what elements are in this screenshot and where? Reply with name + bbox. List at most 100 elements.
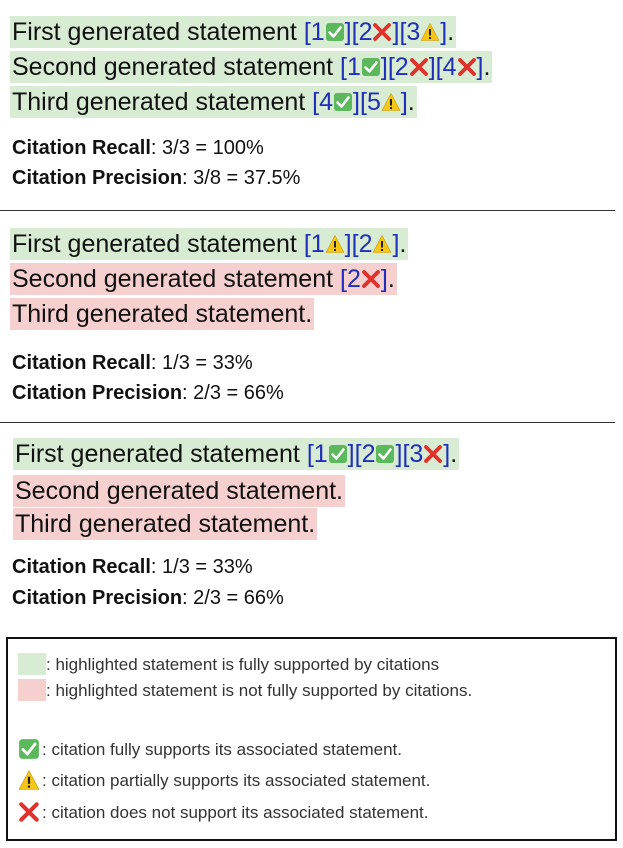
citation-bracket-close: ] — [392, 18, 400, 46]
check-box-icon — [334, 93, 353, 111]
citation-2: [2] — [352, 230, 400, 258]
citation-2: [2] — [340, 265, 388, 293]
citation-bracket-open: [ — [354, 440, 362, 468]
warning-icon — [373, 235, 392, 253]
statement-1: First generated statement [1][2][3]. — [13, 438, 460, 470]
citation-bracket-open: [ — [351, 18, 359, 46]
citation-recall: Citation Recall: 1/3 = 33% — [12, 350, 253, 376]
citation-bracket-close: ] — [380, 53, 388, 81]
legend-cross-text: : citation does not support its associat… — [42, 803, 429, 822]
citation-bracket-open: [ — [306, 440, 314, 468]
divider-1 — [0, 210, 615, 211]
statement-text: Second generated statement — [12, 53, 341, 81]
legend-warning: : citation partially supports its associ… — [18, 769, 430, 793]
cross-icon — [19, 802, 39, 822]
citation-number: 2 — [358, 18, 373, 46]
citation-bracket-open: [ — [340, 265, 347, 293]
citation-bracket-close: ] — [347, 440, 355, 468]
statement-3: Third generated statement. — [13, 508, 318, 540]
citation-bracket-close: ] — [395, 440, 403, 468]
warning-icon — [420, 23, 440, 41]
statement-text: Third generated statement — [12, 88, 313, 116]
statement-period: . — [387, 265, 395, 293]
citation-bracket-open: [ — [303, 230, 311, 258]
warning-icon — [325, 235, 344, 253]
citation-precision-label: Citation Precision — [12, 382, 183, 404]
statement-1: First generated statement [1][2]. — [10, 228, 409, 260]
check-box-icon — [18, 739, 42, 759]
statement-period: . — [483, 53, 491, 81]
statement-2: Second generated statement [1][2][4]. — [10, 51, 493, 83]
citation-recall: Citation Recall: 1/3 = 33% — [12, 554, 253, 580]
citation-number: 1 — [310, 18, 325, 46]
citation-number: 3 — [406, 18, 421, 46]
check-box-icon — [376, 445, 395, 463]
citation-number: 1 — [346, 53, 361, 81]
citation-bracket-open: [ — [402, 440, 410, 468]
citation-number: 2 — [361, 440, 376, 468]
citation-bracket-open: [ — [359, 88, 367, 116]
citation-4: [4] — [436, 53, 484, 81]
citation-bracket-open: [ — [303, 18, 311, 46]
citation-number: 5 — [366, 88, 381, 116]
statement-period: . — [450, 440, 458, 468]
cross-icon — [373, 23, 392, 41]
citation-precision-label: Citation Precision — [12, 587, 183, 609]
citation-1: [1] — [307, 440, 355, 468]
citation-precision: Citation Precision: 3/8 = 37.5% — [12, 165, 300, 191]
citation-bracket-close: ] — [443, 440, 451, 468]
citation-bracket-close: ] — [476, 53, 484, 81]
legend-supported-text: : highlighted statement is fully support… — [46, 655, 440, 674]
citation-bracket-close: ] — [392, 230, 400, 258]
citation-number: 4 — [442, 53, 457, 81]
check-box-icon — [328, 445, 347, 463]
statement-1: First generated statement [1][2][3]. — [10, 16, 457, 48]
citation-3: [3] — [399, 18, 447, 46]
citation-4: [4] — [312, 88, 360, 116]
legend-check: : citation fully supports its associated… — [18, 738, 402, 762]
statement-period: . — [447, 18, 455, 46]
citation-bracket-close: ] — [344, 230, 352, 258]
citation-recall-label: Citation Recall — [12, 556, 151, 578]
legend-unsupported: : highlighted statement is not fully sup… — [18, 679, 472, 703]
warning-icon — [381, 93, 401, 111]
citation-bracket-close: ] — [400, 88, 408, 116]
citation-bracket-open: [ — [340, 53, 347, 81]
check-box-icon — [19, 739, 39, 759]
check-box-icon — [325, 23, 344, 41]
citation-1: [1] — [304, 18, 352, 46]
legend-box: : highlighted statement is fully support… — [6, 637, 617, 841]
citation-recall-label: Citation Recall — [12, 137, 151, 159]
statement-text: First generated statement — [12, 230, 304, 258]
citation-1: [1] — [304, 230, 352, 258]
statement-3: Third generated statement [4][5]. — [10, 86, 417, 118]
cross-icon — [361, 270, 380, 288]
citation-1: [1] — [340, 53, 388, 81]
statement-text: Second generated statement — [12, 265, 341, 293]
citation-precision-value: : 2/3 = 66% — [182, 587, 284, 609]
statement-period: . — [407, 88, 415, 116]
red-swatch — [18, 679, 46, 701]
citation-bracket-open: [ — [387, 53, 395, 81]
citation-precision: Citation Precision: 2/3 = 66% — [12, 585, 284, 611]
citation-bracket-open: [ — [435, 53, 443, 81]
statement-2: Second generated statement. — [13, 475, 346, 507]
statement-text: First generated statement — [15, 440, 307, 468]
citation-bracket-open: [ — [399, 18, 407, 46]
citation-number: 4 — [319, 88, 334, 116]
citation-bracket-open: [ — [351, 230, 359, 258]
citation-bracket-close: ] — [344, 18, 352, 46]
legend-supported: : highlighted statement is fully support… — [18, 653, 439, 677]
citation-number: 3 — [409, 440, 424, 468]
statement-text: Third generated statement. — [12, 300, 313, 328]
citation-bracket-close: ] — [353, 88, 360, 116]
citation-bracket-close: ] — [440, 18, 448, 46]
citation-2: [2] — [388, 53, 436, 81]
citation-recall-label: Citation Recall — [12, 352, 151, 374]
citation-precision-value: : 2/3 = 66% — [182, 382, 284, 404]
citation-3: [3] — [402, 440, 450, 468]
citation-precision: Citation Precision: 2/3 = 66% — [12, 380, 284, 406]
divider-2 — [0, 422, 615, 423]
citation-recall-value: : 3/3 = 100% — [150, 137, 264, 159]
legend-cross: : citation does not support its associat… — [18, 801, 429, 825]
